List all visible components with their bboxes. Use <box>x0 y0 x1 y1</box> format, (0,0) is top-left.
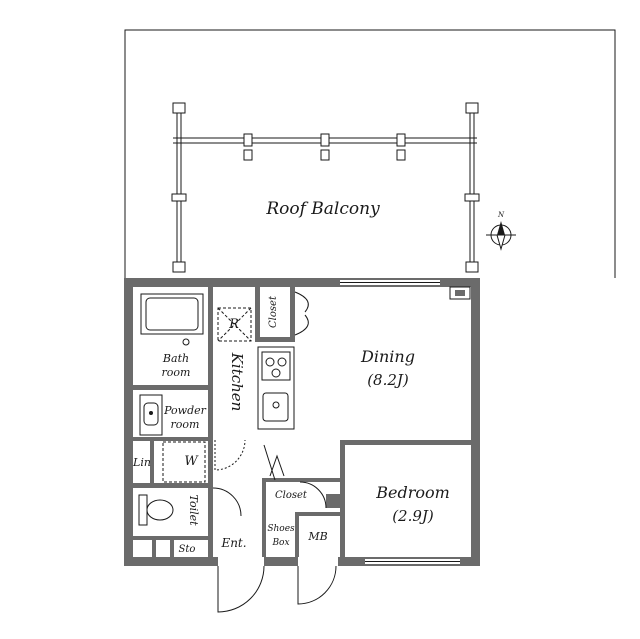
washer-label: W <box>184 454 199 469</box>
roof-balcony-area <box>124 29 616 278</box>
powder-room-label-line1: Powder <box>163 404 207 417</box>
meter-box-label: MB <box>307 530 327 543</box>
walls <box>124 278 480 566</box>
compass-north-label: N <box>497 211 505 219</box>
entrance-label: Ent. <box>220 536 246 550</box>
kitchen-label: Kitchen <box>228 352 246 412</box>
bedroom-size-label: (2.9J) <box>392 507 434 525</box>
powder-room-label-line2: room <box>171 418 200 431</box>
shoes-box-label-line2: Box <box>271 538 289 548</box>
roof-balcony-label: Roof Balcony <box>265 199 380 219</box>
room-labels: Roof Balcony N Dining (8.2J) Bedroom (2.… <box>132 199 505 555</box>
north-compass-icon <box>486 221 516 251</box>
closet-top-label: Closet <box>268 295 279 328</box>
fixtures <box>138 291 337 613</box>
closet-mid-label: Closet <box>275 490 308 501</box>
bathroom-label-line1: Bath <box>162 352 189 365</box>
dining-label: Dining <box>360 347 415 366</box>
shoes-box-label-line1: Shoes <box>267 524 295 534</box>
bedroom-label: Bedroom <box>375 483 450 502</box>
dining-size-label: (8.2J) <box>367 371 409 389</box>
fridge-label: R <box>228 317 239 332</box>
toilet-label: Toilet <box>187 494 200 526</box>
bathroom-label-line2: room <box>162 366 191 379</box>
storage-label: Sto <box>179 544 196 555</box>
linen-label: Lin <box>132 456 151 469</box>
